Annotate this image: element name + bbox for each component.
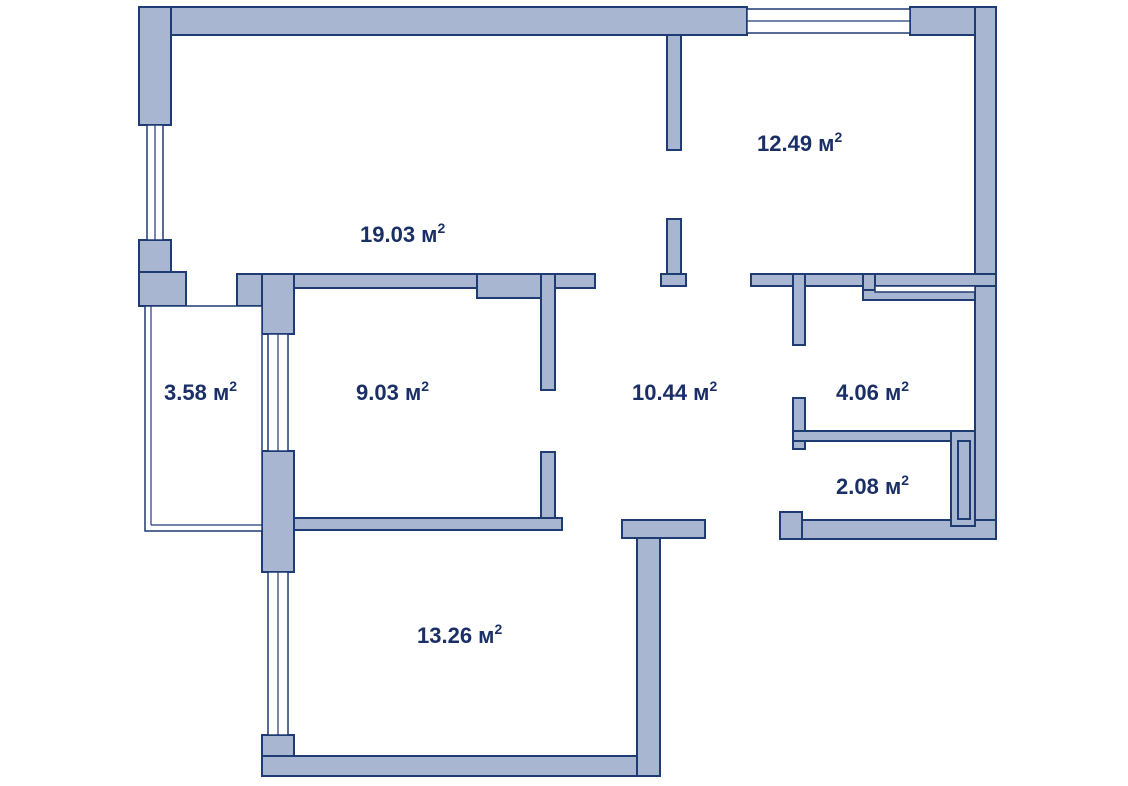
partition-ne-upper <box>666 34 682 151</box>
partition-ne-foot <box>660 273 687 287</box>
room-bedroom-mid-area-value: 9.03 <box>356 380 405 405</box>
room-balcony-area-value: 3.58 <box>164 380 213 405</box>
room-hall-area-label: 10.44 м2 <box>632 378 717 405</box>
room-bath-area-label: 4.06 м2 <box>836 378 909 405</box>
room-bedroom-s-area-label: 13.26 м2 <box>417 621 502 648</box>
room-wc-area-label: 2.08 м2 <box>836 472 909 499</box>
unit: м <box>885 474 901 499</box>
wall-south-top <box>621 519 706 539</box>
unit: м <box>405 380 421 405</box>
unit-power: 2 <box>834 129 842 145</box>
wall-top-left <box>138 6 748 36</box>
unit-power: 2 <box>437 220 445 236</box>
room-bedroom-mid-area-label: 9.03 м2 <box>356 378 429 405</box>
room-balcony-area-label: 3.58 м2 <box>164 378 237 405</box>
wall-mid-east-lower <box>540 451 556 529</box>
wall-bottom-right-stub <box>779 511 803 540</box>
unit: м <box>421 222 437 247</box>
wall-mid-notch <box>476 273 550 299</box>
wall-mid-west-block <box>261 273 295 335</box>
room-bedroom-s-area-value: 13.26 <box>417 623 478 648</box>
unit-power: 2 <box>709 378 717 394</box>
wall-left-upper <box>138 6 172 126</box>
unit: м <box>213 380 229 405</box>
unit-power: 2 <box>494 621 502 637</box>
unit-power: 2 <box>901 472 909 488</box>
room-hall-area-value: 10.44 <box>632 380 693 405</box>
wall-west-pier <box>261 450 295 573</box>
wall-mid-south <box>261 517 563 531</box>
room-living-area-label: 19.03 м2 <box>360 220 445 247</box>
balcony-rail <box>144 305 263 532</box>
wall-left-pier-ext <box>138 271 187 307</box>
wall-south-bottom <box>261 755 661 777</box>
unit-power: 2 <box>901 378 909 394</box>
wall-bath-west-upper <box>792 273 806 346</box>
room-bedroom-ne-area-value: 12.49 <box>757 131 818 156</box>
wall-wc-east-gap <box>957 440 971 520</box>
unit-power: 2 <box>229 378 237 394</box>
bath-strip <box>874 285 976 293</box>
room-bedroom-ne-area-label: 12.49 м2 <box>757 129 842 156</box>
unit: м <box>693 380 709 405</box>
room-bath-area-value: 4.06 <box>836 380 885 405</box>
unit: м <box>885 380 901 405</box>
room-living-area-value: 19.03 <box>360 222 421 247</box>
openings <box>144 8 976 736</box>
unit: м <box>818 131 834 156</box>
wall-mid-east-upper <box>540 273 556 391</box>
wall-south-east <box>636 519 661 777</box>
unit-power: 2 <box>421 378 429 394</box>
wall-bath-south <box>792 430 976 442</box>
room-wc-area-value: 2.08 <box>836 474 885 499</box>
walls <box>138 6 997 777</box>
unit: м <box>478 623 494 648</box>
